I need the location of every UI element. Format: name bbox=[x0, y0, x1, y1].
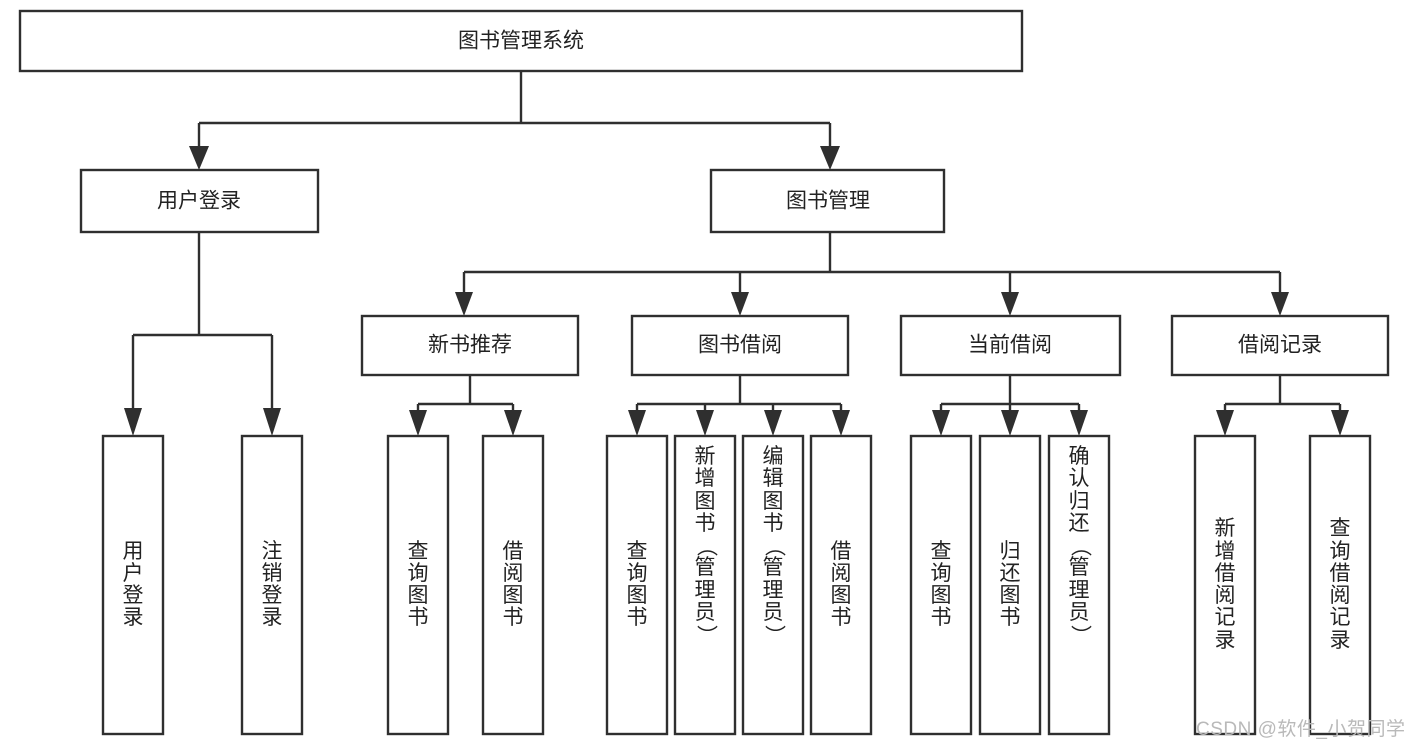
arrow-head-book-management bbox=[820, 146, 840, 170]
connector-group-book-management bbox=[455, 232, 1289, 316]
node-box-book-borrow[interactable] bbox=[630, 314, 850, 377]
arrow-head-leaf-user-login bbox=[124, 408, 142, 436]
arrow-head-leaf-confirm-return bbox=[1070, 410, 1088, 436]
node-box-new-book-recommend[interactable] bbox=[360, 314, 580, 377]
node-box-leaf-return-book[interactable] bbox=[978, 434, 1042, 736]
node-box-leaf-query-book-3[interactable] bbox=[909, 434, 973, 736]
watermark-text: CSDN @软件_小贺同学 bbox=[1196, 719, 1405, 740]
connector-group-new-book-recommend bbox=[409, 375, 522, 436]
node-box-user-login[interactable] bbox=[79, 168, 320, 234]
node-box-leaf-borrow-book-2[interactable] bbox=[809, 434, 873, 736]
arrow-head-leaf-query-record bbox=[1331, 410, 1349, 436]
node-box-leaf-logout[interactable] bbox=[240, 434, 304, 736]
node-box-leaf-query-book-1[interactable] bbox=[386, 434, 450, 736]
arrow-head-new-book-recommend bbox=[455, 292, 473, 316]
node-label-new-book-recommend: 新书推荐 bbox=[428, 334, 512, 357]
node-label-book-management: 图书管理 bbox=[786, 190, 870, 213]
node-box-leaf-query-record[interactable] bbox=[1308, 434, 1372, 736]
arrow-head-leaf-edit-book bbox=[764, 410, 782, 436]
node-box-borrow-record[interactable] bbox=[1170, 314, 1390, 377]
arrow-head-leaf-query-book-1 bbox=[409, 410, 427, 436]
arrow-head-leaf-borrow-book-1 bbox=[504, 410, 522, 436]
arrow-head-leaf-query-book-2 bbox=[628, 410, 646, 436]
node-label-borrow-record: 借阅记录 bbox=[1238, 334, 1322, 357]
node-box-leaf-confirm-return[interactable] bbox=[1047, 434, 1111, 736]
node-box-root[interactable] bbox=[18, 9, 1024, 73]
node-label-current-borrow: 当前借阅 bbox=[968, 334, 1052, 357]
connector-group-current-borrow bbox=[932, 375, 1088, 436]
arrow-head-leaf-add-book bbox=[696, 410, 714, 436]
arrow-head-borrow-record bbox=[1271, 292, 1289, 316]
arrow-head-leaf-add-record bbox=[1216, 410, 1234, 436]
node-box-leaf-add-record[interactable] bbox=[1193, 434, 1257, 736]
node-box-leaf-user-login[interactable] bbox=[101, 434, 165, 736]
connector-group-book-borrow bbox=[628, 375, 850, 436]
connector-group-user-login bbox=[124, 232, 281, 436]
arrow-head-leaf-logout bbox=[263, 408, 281, 436]
arrow-head-leaf-query-book-3 bbox=[932, 410, 950, 436]
node-box-current-borrow[interactable] bbox=[899, 314, 1122, 377]
node-box-leaf-borrow-book-1[interactable] bbox=[481, 434, 545, 736]
arrow-head-current-borrow bbox=[1001, 292, 1019, 316]
connector-group-borrow-record bbox=[1216, 375, 1349, 436]
node-label-root: 图书管理系统 bbox=[458, 30, 584, 53]
arrow-head-leaf-return-book bbox=[1001, 410, 1019, 436]
connector-group-root bbox=[189, 71, 840, 170]
arrow-head-book-borrow bbox=[731, 292, 749, 316]
node-box-book-management[interactable] bbox=[709, 168, 946, 234]
node-box-leaf-edit-book[interactable] bbox=[741, 434, 805, 736]
node-box-leaf-add-book[interactable] bbox=[673, 434, 737, 736]
node-box-leaf-query-book-2[interactable] bbox=[605, 434, 669, 736]
arrow-head-leaf-borrow-book-2 bbox=[832, 410, 850, 436]
node-label-user-login: 用户登录 bbox=[157, 190, 241, 213]
node-label-book-borrow: 图书借阅 bbox=[698, 334, 782, 357]
arrow-head-user-login bbox=[189, 146, 209, 170]
